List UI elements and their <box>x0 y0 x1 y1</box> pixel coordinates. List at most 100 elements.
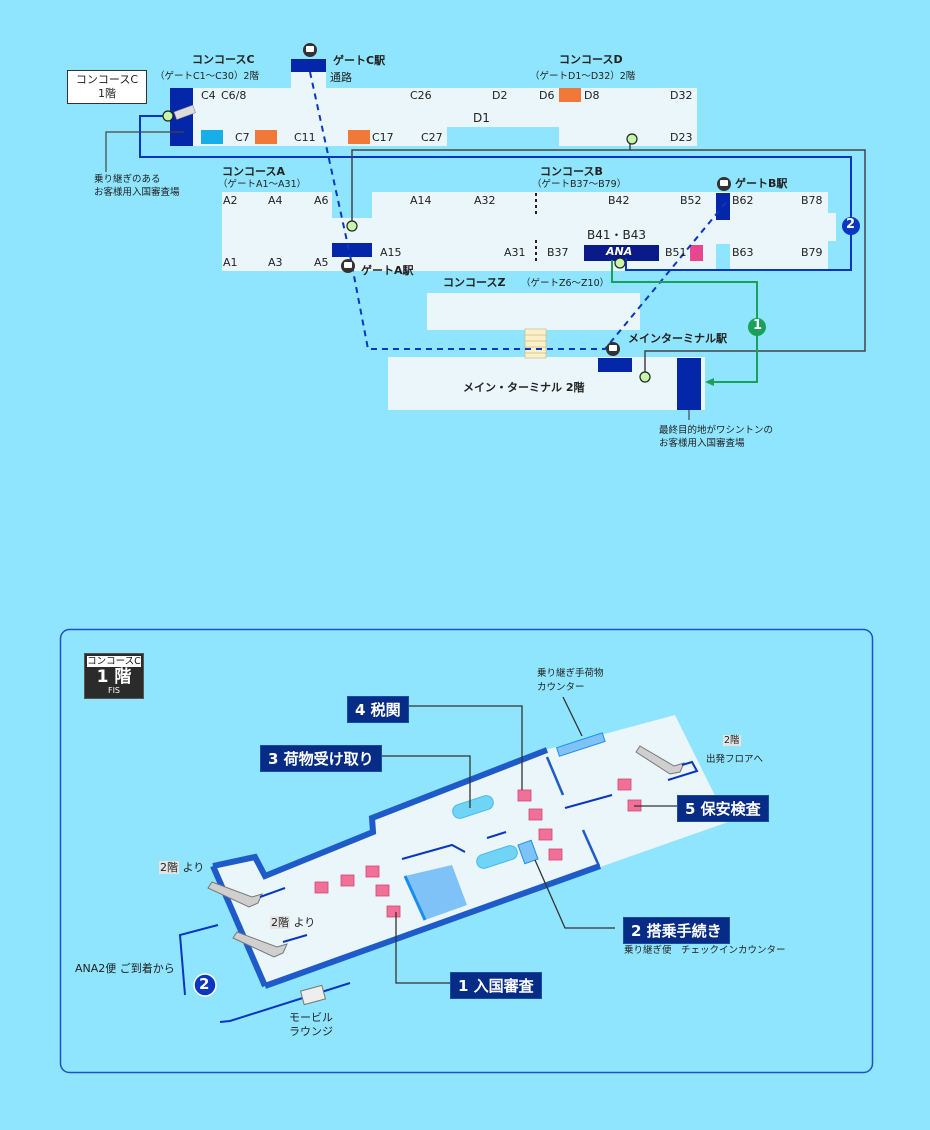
concourse-b-sub: （ゲートB37～B79） <box>532 179 627 190</box>
gate-c27: C27 <box>421 131 443 144</box>
gate-a2: A2 <box>223 194 238 207</box>
main-terminal-label: メイン・ターミナル 2階 <box>463 381 585 394</box>
to-2f-text: 出発フロアへ <box>706 754 764 765</box>
gate-b37: B37 <box>547 246 569 259</box>
gate-d23: D23 <box>670 131 693 144</box>
route-1-marker-label: 1 <box>753 318 763 333</box>
floor-badge-fis: FIS <box>107 686 121 695</box>
walkway <box>524 328 547 359</box>
gate-b52: B52 <box>680 194 702 207</box>
mobile-lounge-line2: ラウンジ <box>289 1025 333 1038</box>
route-2-bottom-label: 2 <box>199 975 210 993</box>
gate-c6-8: C6/8 <box>221 89 247 102</box>
floor-badge: コンコースC 1 階 FIS <box>84 653 144 699</box>
from-2f-a-suffix: より <box>182 861 205 874</box>
route-1-line <box>611 260 758 383</box>
baggage-counter <box>555 732 606 757</box>
concourse-a-sub: （ゲートA1～A31） <box>218 179 307 190</box>
concourse-a-title: コンコースA <box>222 165 285 178</box>
mobile-lounge-icon <box>299 984 327 1006</box>
gate-a-station-label: ゲートA駅 <box>361 264 414 277</box>
baggage-carousels <box>452 795 518 869</box>
floor-badge-floor: 1 階 <box>96 667 132 687</box>
concourse-c-title: コンコースC <box>192 53 255 66</box>
mobile-lounge-line1: モービル <box>289 1011 333 1024</box>
transfer-dots <box>162 110 651 383</box>
route-1-marker <box>748 318 766 336</box>
train-route <box>309 71 729 350</box>
concourse-b-title: コンコースB <box>540 165 603 178</box>
gate-a32: A32 <box>474 194 496 207</box>
gate-a3: A3 <box>268 256 283 269</box>
gate-c11: C11 <box>294 131 316 144</box>
concourse-d-sub: （ゲートD1～D32）2階 <box>530 71 636 82</box>
washington-fis-block <box>677 358 701 410</box>
gate-d8: D8 <box>584 89 600 102</box>
gate-d2: D2 <box>492 89 508 102</box>
from-2f-a-floor: 2階 <box>159 861 179 874</box>
step-3-baggage-claim: 3 荷物受け取り <box>260 745 382 772</box>
gate-b41-b43: B41・B43 <box>587 228 647 242</box>
escalators <box>207 745 685 958</box>
main-station-label: メインターミナル駅 <box>628 332 727 345</box>
gate-a4: A4 <box>268 194 283 207</box>
route-2-line <box>139 115 852 271</box>
gate-b78: B78 <box>801 194 823 207</box>
gate-b-station-label: ゲートB駅 <box>735 177 788 190</box>
route-2-marker-label: 2 <box>846 217 856 232</box>
gate-c26: C26 <box>410 89 432 102</box>
checkin-counter <box>517 839 539 865</box>
callout-line1: コンコースC <box>75 73 139 86</box>
to-2f-floor: 2階 <box>723 735 741 746</box>
gate-c4: C4 <box>201 89 216 102</box>
gate-b42: B42 <box>608 194 630 207</box>
note-right-line2: お客様用入国審査場 <box>659 438 745 449</box>
gate-c-station-bar <box>291 59 326 72</box>
gate-c-station-label: ゲートC駅 <box>333 54 386 67</box>
ana2-arrival: ANA2便 ご到着から <box>75 962 175 975</box>
gate-a15: A15 <box>380 246 402 259</box>
step-2-checkin: 2 搭乗手続き <box>623 917 730 944</box>
step-4-customs: 4 税関 <box>347 696 409 723</box>
concourse-z-sub: （ゲートZ6～Z10） <box>521 278 610 289</box>
gate-d6: D6 <box>539 89 555 102</box>
step-5-security: 5 保安検査 <box>677 795 769 822</box>
escalator-icon <box>173 104 196 120</box>
gate-b51: B51 <box>665 246 687 259</box>
gate-b79: B79 <box>801 246 823 259</box>
main-terminal-floor <box>388 357 705 410</box>
floor-badge-concourse: コンコースC <box>87 656 141 667</box>
passage-label: 通路 <box>330 71 352 84</box>
baggage-counter-line1: 乗り継ぎ手荷物 <box>537 668 604 679</box>
ana-logo: ANA <box>606 245 633 258</box>
note-left-line1: 乗り継ぎのある <box>94 174 161 185</box>
gate-c7: C7 <box>235 131 250 144</box>
checkin-note: 乗り継ぎ便 チェックインカウンター <box>624 945 786 956</box>
callout-line2: 1階 <box>98 86 116 100</box>
gate-b63: B63 <box>732 246 754 259</box>
gate-c17: C17 <box>372 131 394 144</box>
gate-a31: A31 <box>504 246 526 259</box>
from-2f-b-suffix: より <box>293 916 316 929</box>
gate-a1: A1 <box>223 256 238 269</box>
route-2-marker <box>842 217 860 235</box>
step-1-immigration: 1 入国審査 <box>450 972 542 999</box>
concourse-z-title: コンコースZ <box>443 276 506 289</box>
from-2f-b-floor: 2階 <box>270 916 290 929</box>
main-station-bar <box>598 358 632 372</box>
gate-a5: A5 <box>314 256 329 269</box>
gate-a14: A14 <box>410 194 432 207</box>
ana-block <box>584 245 659 261</box>
route-2-bottom-marker <box>193 973 217 997</box>
gate-a6: A6 <box>314 194 329 207</box>
note-right-line1: 最終目的地がワシントンの <box>659 425 774 436</box>
gate-d1: D1 <box>473 111 490 125</box>
concourse-z-floor <box>427 293 640 330</box>
gate-b62: B62 <box>732 194 754 207</box>
baggage-counter-line2: カウンター <box>537 682 585 693</box>
immigration-area <box>405 865 467 920</box>
concourse-c-sub: （ゲートC1～C30）2階 <box>155 71 259 82</box>
gate-a-station-bar <box>332 243 372 257</box>
